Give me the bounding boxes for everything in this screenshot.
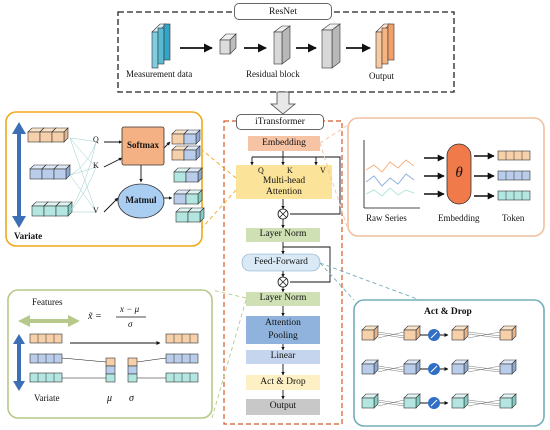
act-drop-panel xyxy=(353,299,545,427)
residual-block-large-icon xyxy=(321,23,341,69)
residual-block-label: Residual block xyxy=(246,69,300,79)
attn-fan-lines xyxy=(69,137,97,213)
mha-label-line1: Multi-head xyxy=(262,175,306,186)
center-k-label: K xyxy=(287,166,293,175)
layer-norm-1-block xyxy=(246,228,320,242)
norm-panel xyxy=(7,289,213,419)
center-v-label: V xyxy=(320,166,326,175)
pooling-label-line1: Attention xyxy=(265,317,301,328)
mu-label: μ xyxy=(107,393,113,404)
itransformer-badge: iTransformer xyxy=(236,114,324,130)
mu-column xyxy=(105,357,116,383)
output-label: Output xyxy=(269,401,297,412)
linear-label: Linear xyxy=(270,351,296,362)
center-q-label: Q xyxy=(258,166,264,175)
output-block xyxy=(246,399,320,415)
norm-variate-arrow xyxy=(13,334,25,391)
measurement-data-icon xyxy=(151,23,171,69)
act-drop-panel-title: Act & Drop xyxy=(424,307,472,317)
residual-small-cube xyxy=(219,33,237,55)
embedding-block xyxy=(248,136,320,151)
raw-series-label: Raw Series xyxy=(366,213,407,223)
resnet-to-itransformer-arrow xyxy=(269,91,297,115)
attn-v-label: V xyxy=(93,206,99,215)
variate-arrow-down xyxy=(12,216,26,228)
panel-connectors xyxy=(201,124,421,419)
mha-label-line2: Attention xyxy=(266,186,302,197)
layer-norm-2-label: Layer Norm xyxy=(259,293,307,304)
feed-forward-block xyxy=(241,253,321,272)
act-connections xyxy=(377,331,501,407)
resnet-output-icon xyxy=(375,23,395,69)
act-drop-label: Act & Drop xyxy=(260,376,306,387)
softmax-label: Softmax xyxy=(127,140,159,151)
formula-numerator: x − μ xyxy=(120,304,140,314)
feed-forward-label: Feed-Forward xyxy=(254,256,308,267)
norm-input-tokens xyxy=(29,333,63,383)
formula-lhs: x̃ = xyxy=(88,311,102,322)
variate-arrow-up xyxy=(12,122,26,134)
token-boxes xyxy=(497,150,531,201)
act-drop-block xyxy=(246,375,320,390)
token-label: Token xyxy=(502,213,525,223)
linear-block xyxy=(246,350,320,364)
attention-pooling-block xyxy=(246,316,320,344)
features-label: Features xyxy=(32,297,63,307)
residual-block-icon xyxy=(273,25,291,65)
pooling-label-line2: Pooling xyxy=(268,330,298,341)
layer-norm-1-label: Layer Norm xyxy=(259,229,307,240)
resnet-output-label: Output xyxy=(369,71,395,81)
raw-series-plot xyxy=(363,140,420,209)
theta-label: θ xyxy=(455,165,463,182)
norm-output-tokens xyxy=(165,333,199,383)
residual-add-2 xyxy=(277,276,289,288)
embedding-panel xyxy=(347,117,545,237)
embedding-panel-label: Embedding xyxy=(438,213,480,223)
center-flow-lines xyxy=(250,151,341,400)
embedding-out-arrows xyxy=(474,152,495,200)
embedding-label: Embedding xyxy=(262,137,306,148)
norm-variate-label: Variate xyxy=(34,393,60,403)
attention-panel xyxy=(5,111,203,247)
theta-embedding-block xyxy=(446,143,472,205)
multi-head-attention-block xyxy=(236,165,332,199)
resnet-badge: ResNet xyxy=(234,3,332,20)
embedding-in-arrows xyxy=(424,154,445,198)
residual-add-1 xyxy=(277,208,289,220)
sigma-label: σ xyxy=(129,393,134,404)
attn-output-cubes xyxy=(171,129,205,223)
matmul-label: Matmul xyxy=(125,195,157,206)
layer-norm-2-block xyxy=(246,292,320,306)
norm-guide-lines xyxy=(61,357,167,379)
softmax-block xyxy=(121,126,165,166)
attn-arrows xyxy=(103,140,173,213)
attn-variate-label: Variate xyxy=(14,231,43,241)
attn-q-label: Q xyxy=(93,135,99,144)
sigma-column xyxy=(127,357,138,383)
features-arrow xyxy=(18,315,80,327)
activation-icons xyxy=(428,329,440,409)
measurement-data-label: Measurement data xyxy=(126,69,193,79)
matmul-block xyxy=(117,183,165,219)
attn-input-cubes xyxy=(27,127,73,217)
attn-k-label: K xyxy=(93,161,99,170)
formula-denominator: σ xyxy=(128,319,133,329)
